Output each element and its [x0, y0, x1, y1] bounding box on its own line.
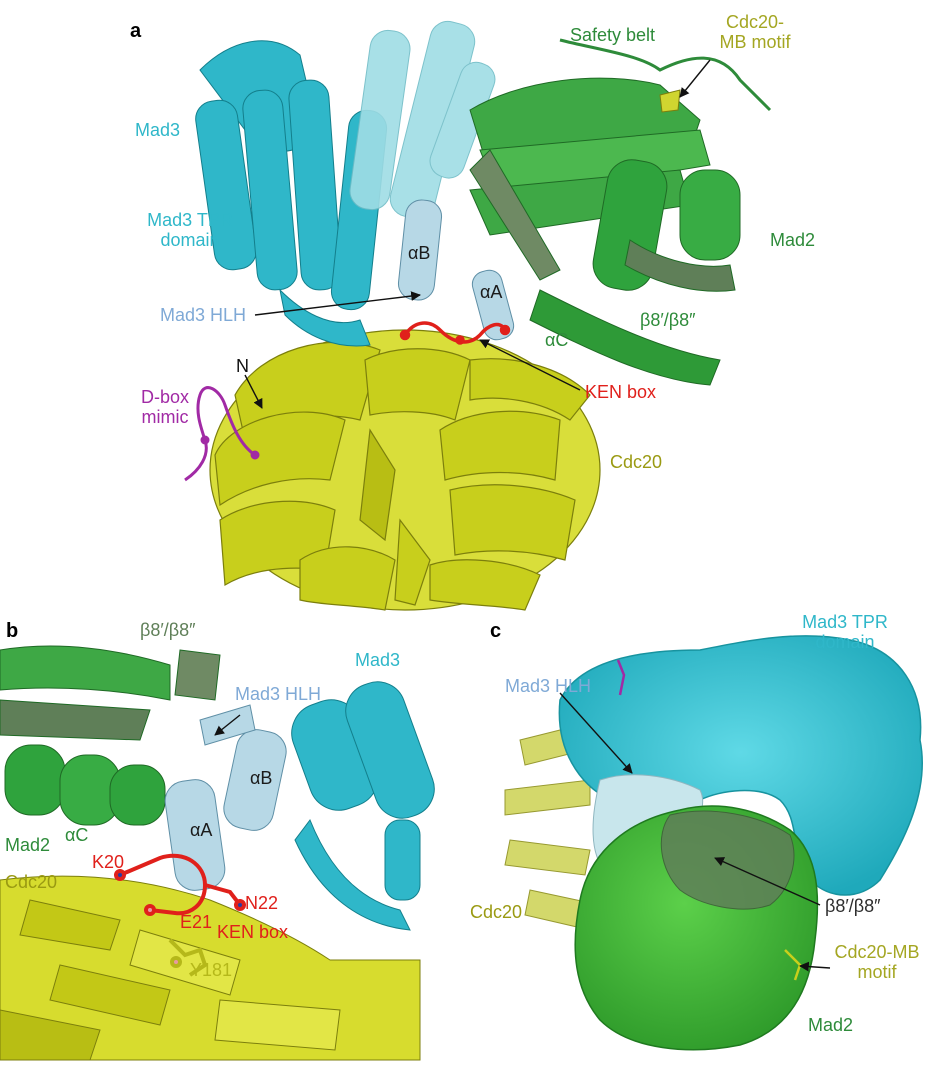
panel-a-safety-belt-label: Safety belt: [570, 25, 656, 45]
panel-b-n22-label: N22: [245, 893, 279, 913]
panel-a-mad2-label: Mad2: [770, 230, 816, 250]
panel-c-mad3-tpr-line1: Mad3 TPR: [802, 612, 888, 632]
panel-a-cdc20-label: Cdc20: [610, 452, 663, 472]
panel-c-cdc20-label: Cdc20: [470, 902, 523, 922]
panel-a-beta8-label: β8′/β8″: [640, 310, 696, 330]
panel-c-cdc20-mb-label: Cdc20-MB motif: [822, 942, 932, 982]
panel-b-mad3-label: Mad3: [355, 650, 401, 670]
panel-c-mad3-hlh-label: Mad3 HLH: [505, 676, 592, 696]
panel-b-e21-label: E21: [180, 912, 213, 932]
panel-b-mad2: [0, 645, 221, 826]
panel-a-letter: a: [130, 20, 142, 42]
panel-a-ken-box: [399, 321, 511, 345]
panel-a-mad3-tpr-line2: domain: [160, 230, 220, 250]
panel-b-alpha-c-label: αC: [65, 825, 89, 845]
panel-a-arrows: [244, 59, 711, 409]
panel-b-arrows: [214, 714, 241, 736]
panel-a-mad3-hlh-label: Mad3 HLH: [160, 305, 247, 325]
panel-b-k20-label: K20: [92, 852, 125, 872]
panel-c-mad3-tpr-label: Mad3 TPR domain: [785, 612, 905, 652]
panel-b-ken-box: [114, 853, 246, 916]
panel-a-structure: [184, 20, 772, 611]
panel-c-beta8-region: [660, 810, 795, 910]
panel-b-cdc20-label: Cdc20: [5, 872, 58, 892]
panel-a-mad3-hlh: [397, 199, 515, 341]
panel-b-letter: b: [6, 620, 19, 642]
panel-b-y181-label: Y181: [190, 960, 233, 980]
panel-a-dbox-label: D-box mimic: [130, 387, 200, 427]
panel-a-mad3-tpr-label: Mad3 TPR domain: [140, 210, 240, 250]
panel-a-alpha-c-label: αC: [545, 330, 569, 350]
panel-c-dbox-stick: [616, 659, 626, 696]
panel-c-letter: c: [490, 620, 502, 642]
panel-b-mad3-hlh-label: Mad3 HLH: [235, 684, 322, 704]
panel-b-cdc20: [0, 875, 421, 1061]
panel-a-mad3-tpr-line1: Mad3 TPR: [147, 210, 233, 230]
panel-b-alpha-a-label: αA: [190, 820, 213, 840]
panel-b-y181: [168, 938, 208, 977]
panel-b-mad3-hlh: [164, 704, 287, 891]
panel-b-beta8-label: β8′/β8″: [140, 620, 196, 640]
panel-a-ken-box-label: KEN box: [585, 382, 657, 402]
panel-c-arrows: [559, 692, 831, 972]
panel-c-structure: [504, 635, 924, 1051]
panel-c-cdc20-mb-line1: Cdc20-MB: [834, 942, 920, 962]
panel-a-mad2: [469, 38, 772, 386]
panel-a-cdc20-mb-line2: MB motif: [719, 32, 791, 52]
panel-a-dbox-line2: mimic: [141, 407, 189, 427]
panel-a-cdc20-mb-label: Cdc20- MB motif: [705, 12, 805, 52]
panel-a-cdc20-mb-motif: [659, 89, 681, 113]
panel-c-mad2-label: Mad2: [808, 1015, 854, 1035]
panel-a-mad3-label: Mad3: [135, 120, 181, 140]
panel-a-dbox-mimic: [184, 386, 260, 482]
panel-b-mad2-label: Mad2: [5, 835, 51, 855]
panel-b-ken-box-label: KEN box: [217, 922, 289, 942]
panel-b-alpha-b-label: αB: [250, 768, 273, 788]
panel-a-alpha-a-label: αA: [480, 282, 503, 302]
panel-c-beta8-label: β8′/β8″: [825, 896, 881, 916]
panel-a-cdc20-propeller: [209, 329, 601, 611]
panel-b-mad3: [291, 681, 435, 931]
panel-a-alpha-b-label: αB: [408, 243, 431, 263]
panel-a-dbox-line1: D-box: [140, 387, 189, 407]
panel-c-mad3-tpr-line2: domain: [815, 632, 875, 652]
panel-c-cdc20-mb-line2: motif: [857, 962, 897, 982]
panel-a-cdc20-mb-line1: Cdc20-: [725, 12, 785, 32]
panel-b-structure: [0, 645, 435, 1061]
panel-a-n-term-label: N: [236, 356, 249, 376]
